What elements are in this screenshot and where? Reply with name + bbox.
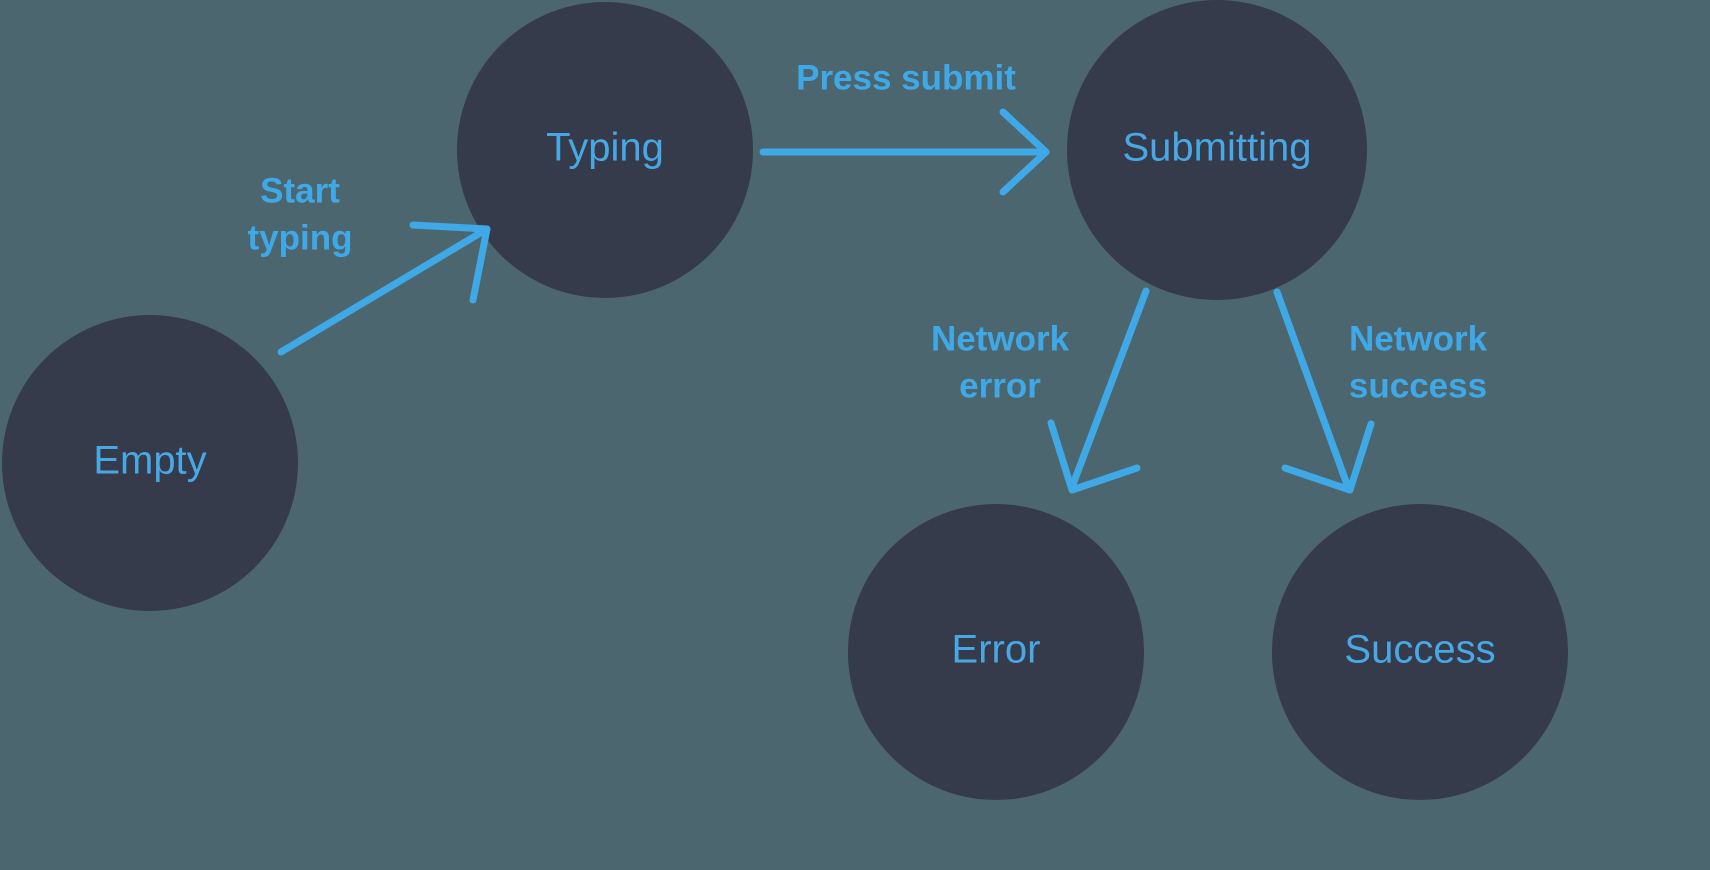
edge-submitting-to-success-label-line2: success [1349, 366, 1487, 405]
edge-submitting-to-success-label-line1: Network [1349, 319, 1488, 358]
node-submitting[interactable]: Submitting [1067, 0, 1367, 300]
node-success-circle[interactable] [1272, 504, 1568, 800]
node-success[interactable]: Success [1272, 504, 1568, 800]
edge-submitting-to-error-label-line2: error [959, 366, 1041, 405]
node-error-circle[interactable] [848, 504, 1144, 800]
edge-typing-to-submitting: Press submit [759, 58, 1050, 196]
edge-submitting-to-success: Network success [1273, 288, 1488, 494]
edge-empty-to-typing-label-line1: Start [260, 171, 340, 210]
node-submitting-label: Submitting [1123, 126, 1312, 170]
edge-empty-to-typing-label-line2: typing [248, 218, 353, 257]
edge-submitting-to-error: Network error [931, 287, 1150, 494]
node-empty-label: Empty [93, 439, 206, 483]
edge-empty-to-typing-arrowhead [409, 221, 491, 304]
edge-typing-to-submitting-arrowhead [999, 108, 1050, 196]
node-submitting-circle[interactable] [1067, 0, 1367, 300]
node-error[interactable]: Error [848, 504, 1144, 800]
edge-submitting-to-error-arrowhead [1047, 419, 1141, 494]
node-typing-circle[interactable] [457, 2, 753, 298]
node-typing-label: Typing [546, 126, 664, 170]
node-error-label: Error [952, 628, 1041, 672]
edge-submitting-to-success-line [1273, 288, 1352, 491]
node-empty-circle[interactable] [2, 315, 298, 611]
node-success-label: Success [1344, 628, 1495, 672]
node-empty[interactable]: Empty [2, 315, 298, 611]
edge-typing-to-submitting-label: Press submit [796, 58, 1016, 97]
edge-submitting-to-error-label-line1: Network [931, 319, 1070, 358]
edge-empty-to-typing-line [277, 225, 491, 356]
node-typing[interactable]: Typing [457, 2, 753, 298]
edge-empty-to-typing: Start typing [248, 171, 491, 356]
edge-submitting-to-error-line [1068, 287, 1150, 491]
edge-submitting-to-success-arrowhead [1281, 420, 1375, 494]
